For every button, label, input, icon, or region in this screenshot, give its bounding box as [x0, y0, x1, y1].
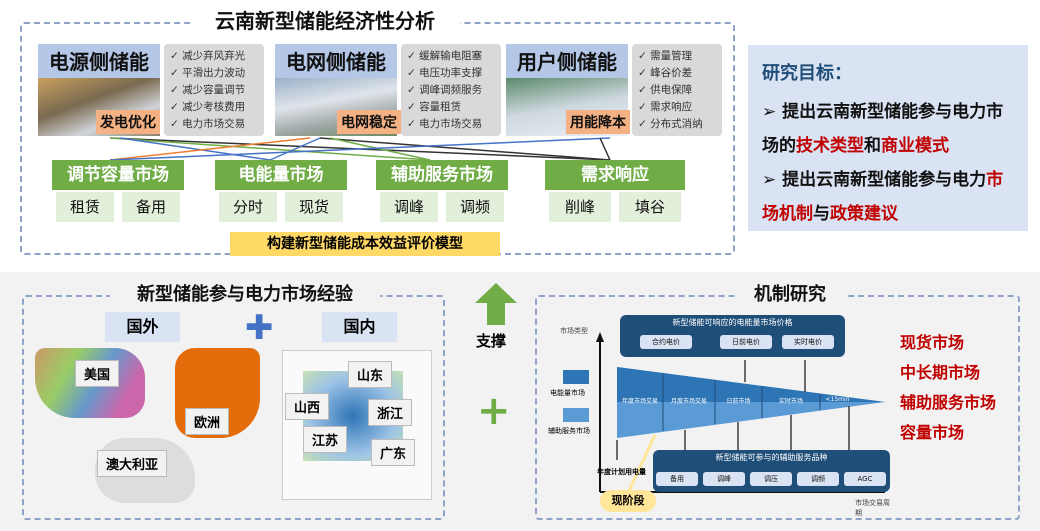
list-item: ✓ 分布式消纳 — [638, 118, 703, 130]
service-pill: 调频 — [797, 472, 839, 486]
price-pill: 实时电价 — [782, 335, 834, 349]
legend-ancillary-swatch — [563, 408, 589, 422]
service-box: 新型储能可参与的辅助服务品种 备用 调峰 调压 调频 AGC — [653, 450, 890, 492]
market-sub: 削峰 — [549, 192, 611, 222]
research-goal-panel: 研究目标： ➢ 提出云南新型储能参与电力市场的技术类型和商业模式 ➢ 提出云南新… — [748, 45, 1028, 231]
list-item: ✓ 供电保障 — [638, 84, 693, 96]
service-pill: AGC — [844, 472, 886, 486]
card-list: ✓ 缓解输电阻塞 ✓ 电压功率支撑 ✓ 调峰调频服务 ✓ 容量租赁 ✓ 电力市场… — [401, 44, 501, 136]
card-badge: 用能降本 — [566, 110, 630, 134]
map-label: 山西 — [285, 393, 330, 420]
china-map: 山东 山西 浙江 江苏 广东 — [282, 350, 432, 500]
goal-item: ➢ 提出云南新型储能参与电力市场的技术类型和商业模式 — [762, 102, 1004, 156]
goal-item: ➢ 提出云南新型储能参与电力市场机制与政策建议 — [762, 170, 1004, 224]
plus-icon: ✚ — [245, 308, 274, 348]
list-item: ✓ 需量管理 — [638, 50, 693, 62]
price-pill: 合约电价 — [640, 335, 692, 349]
segment: 日前市场 — [726, 398, 751, 405]
price-pill: 日前电价 — [720, 335, 772, 349]
connector-arrows — [109, 137, 611, 161]
map-label: 广东 — [371, 439, 416, 466]
map-label: 欧洲 — [185, 408, 230, 435]
market-sub: 现货 — [285, 192, 343, 222]
card-badge: 电网稳定 — [337, 110, 401, 134]
list-item: ✓ 减少容量调节 — [170, 84, 246, 96]
list-item: ✓ 容量租赁 — [407, 101, 462, 113]
card-title: 电网侧储能 — [275, 44, 397, 78]
list-item: ✓ 电力市场交易 — [170, 118, 246, 130]
map-label: 江苏 — [303, 426, 348, 453]
result-item: 辅助服务市场 — [900, 393, 997, 412]
market-sub: 分时 — [219, 192, 277, 222]
segment: 年度市场交易 — [621, 398, 658, 405]
card-badge: 发电优化 — [96, 110, 160, 134]
world-map: 美国 欧洲 澳大利亚 — [35, 348, 265, 508]
model-banner: 构建新型储能成本效益评价模型 — [230, 232, 500, 256]
result-list: 现货市场 中长期市场 辅助服务市场 容量市场 — [900, 328, 996, 448]
list-item: ✓ 需求响应 — [638, 101, 693, 113]
price-title: 新型储能可响应的电能量市场价格 — [672, 318, 793, 327]
list-item: ✓ 电力市场交易 — [407, 118, 483, 130]
price-box: 新型储能可响应的电能量市场价格 合约电价 日前电价 实时电价 — [620, 315, 845, 357]
goal-heading: 研究目标： — [762, 63, 852, 84]
legend-energy: 电能量市场 — [550, 389, 585, 397]
list-item: ✓ 减少考核费用 — [170, 101, 246, 113]
service-pill: 调峰 — [703, 472, 745, 486]
card-user: 用户侧储能 用能降本 ✓ 需量管理 ✓ 峰谷价差 ✓ 供电保障 ✓ 需求响应 ✓… — [506, 44, 722, 136]
map-label: 澳大利亚 — [97, 450, 168, 477]
list-item: ✓ 电压功率支撑 — [407, 67, 483, 79]
card-title: 电源侧储能 — [38, 44, 160, 78]
abroad-tag: 国外 — [105, 312, 180, 342]
green-plus-icon: + — [477, 388, 511, 434]
market-sub: 填谷 — [619, 192, 681, 222]
market-sub: 调峰 — [380, 192, 438, 222]
mechanism-title: 机制研究 — [735, 282, 845, 308]
mechanism-diagram: 市场类型 市场交易周期 电能量市场 辅助服务市场 新型储能可响应的电能量市场价格… — [545, 310, 890, 517]
card-list: ✓ 减少弃风弃光 ✓ 平滑出力波动 ✓ 减少容量调节 ✓ 减少考核费用 ✓ 电力… — [164, 44, 264, 136]
service-title: 新型储能可参与的辅助服务品种 — [715, 453, 828, 462]
market-sub: 租赁 — [56, 192, 114, 222]
support-label: 支撑 — [476, 332, 507, 350]
legend-energy-swatch — [563, 370, 589, 384]
segment: <15min — [825, 396, 850, 403]
segment: 实时市场 — [778, 398, 803, 405]
card-title: 用户侧储能 — [506, 44, 628, 78]
service-pill: 调压 — [750, 472, 792, 486]
map-label: 浙江 — [368, 399, 413, 426]
map-label: 美国 — [75, 360, 120, 387]
legend-ancillary: 辅助服务市场 — [548, 427, 590, 435]
result-item: 中长期市场 — [900, 363, 981, 382]
plan-label: 年度计划用电量 — [597, 468, 646, 476]
segment: 月度市场交易 — [670, 398, 707, 405]
experience-title: 新型储能参与电力市场经验 — [110, 282, 380, 308]
stage-label: 现阶段 — [600, 490, 656, 512]
service-pill: 备用 — [656, 472, 698, 486]
map-label: 山东 — [348, 361, 393, 388]
top-title: 云南新型储能经济性分析 — [190, 8, 460, 34]
list-item: ✓ 峰谷价差 — [638, 67, 693, 79]
domestic-tag: 国内 — [322, 312, 397, 342]
support-arrow-icon — [475, 283, 517, 325]
list-item: ✓ 缓解输电阻塞 — [407, 50, 483, 62]
market-capacity: 调节容量市场 — [52, 160, 184, 190]
market-ancillary: 辅助服务市场 — [376, 160, 508, 190]
x-axis-label: 市场交易周期 — [855, 499, 890, 517]
result-item: 现货市场 — [900, 333, 965, 352]
card-grid: 电网侧储能 电网稳定 ✓ 缓解输电阻塞 ✓ 电压功率支撑 ✓ 调峰调频服务 ✓ … — [275, 44, 501, 136]
market-row: 调节容量市场 租赁 备用 电能量市场 分时 现货 辅助服务市场 调峰 调频 需求… — [52, 160, 712, 222]
market-sub: 调频 — [446, 192, 504, 222]
list-item: ✓ 平滑出力波动 — [170, 67, 246, 79]
card-list: ✓ 需量管理 ✓ 峰谷价差 ✓ 供电保障 ✓ 需求响应 ✓ 分布式消纳 — [632, 44, 722, 136]
list-item: ✓ 减少弃风弃光 — [170, 50, 246, 62]
y-axis-label: 市场类型 — [560, 327, 588, 335]
result-item: 容量市场 — [900, 423, 965, 442]
market-sub: 备用 — [122, 192, 180, 222]
card-source: 电源侧储能 发电优化 ✓ 减少弃风弃光 ✓ 平滑出力波动 ✓ 减少容量调节 ✓ … — [38, 44, 264, 136]
list-item: ✓ 调峰调频服务 — [407, 84, 483, 96]
market-demand: 需求响应 — [545, 160, 685, 190]
market-energy: 电能量市场 — [215, 160, 347, 190]
